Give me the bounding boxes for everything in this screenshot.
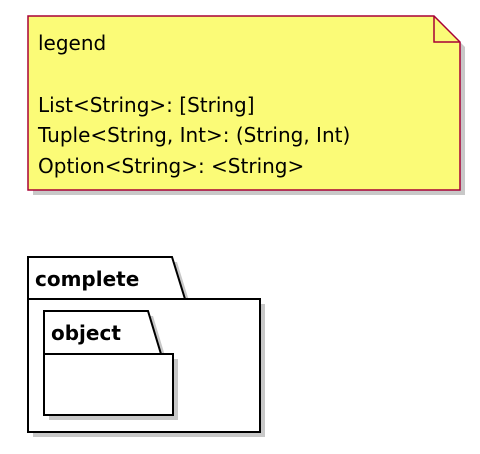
legend-line-tuple: Tuple<String, Int>: (String, Int): [37, 123, 350, 147]
legend-line-option: Option<String>: <String>: [38, 154, 304, 178]
legend-note: legend List<String>: [String] Tuple<Stri…: [27, 15, 465, 195]
package-object-body: [43, 310, 174, 416]
package-object-label: object: [51, 321, 121, 345]
package-object: object: [43, 310, 178, 420]
legend-line-list: List<String>: [String]: [38, 93, 255, 117]
legend-note-body: [27, 15, 461, 191]
package-complete-label: complete: [35, 267, 139, 291]
legend-note-fold: [433, 16, 460, 43]
legend-title: legend: [38, 31, 106, 55]
